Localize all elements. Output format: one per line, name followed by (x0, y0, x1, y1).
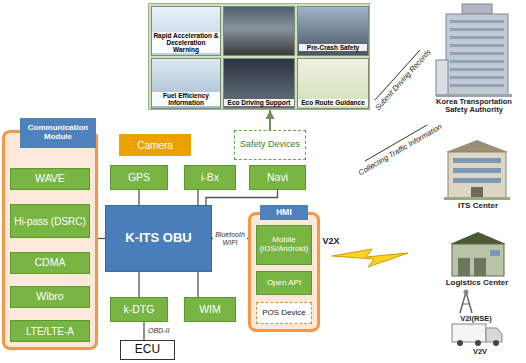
v2x-lightning (332, 249, 408, 267)
hmi-box: Open API (256, 271, 312, 295)
place-label: V2X (314, 237, 348, 247)
screen-collage: Rapid Acceleration & Deceleration Warnin… (148, 3, 370, 110)
box-text: Wibro (36, 291, 63, 303)
screen-caption: Fuel Efficiency Information (152, 92, 220, 106)
connector (138, 190, 139, 205)
connector (197, 190, 198, 205)
device-box: k-DTG (110, 297, 168, 322)
box-text: K-ITS OBU (125, 231, 191, 245)
device-box: GPS (110, 165, 168, 190)
device-box: Navi (249, 165, 306, 190)
device-box: WIM (184, 297, 236, 322)
box-text: i-Bx (201, 172, 219, 184)
roadside-antenna (460, 290, 472, 314)
connector (197, 272, 198, 297)
module-box: CDMA (10, 252, 90, 274)
connector (269, 110, 271, 130)
connector (206, 190, 278, 205)
box-text: POS Device (262, 309, 306, 318)
box-text: k-DTG (124, 304, 155, 316)
module-group: Communication ModuleWAVE Hi-pass (DSRC) CD… (2, 118, 98, 350)
its-center-building (444, 140, 510, 200)
module-box: WAVE (10, 168, 90, 190)
screen-caption: Pre-Crash Safety (299, 44, 367, 51)
edge-label: Bluetooth WIFI (213, 231, 247, 246)
box-text: Hi-pass (DSRC) (14, 216, 86, 227)
connector (138, 272, 139, 297)
module-box: LTE/LTE-A (10, 320, 90, 342)
hmi-group: HMI Mobile (iOS/Android) Open API POS Devic… (248, 205, 320, 332)
module-box: Hi-pass (DSRC) (10, 204, 90, 238)
device-box: Safety Devices (234, 130, 306, 160)
edge-label: OBD-II (148, 327, 169, 335)
box-text: ECU (135, 343, 160, 356)
connector (98, 238, 105, 239)
ecu-box: ECU (120, 340, 175, 360)
device-box: i-Bx (184, 165, 236, 190)
box-text: Safety Devices (240, 140, 300, 150)
box-text: WIM (199, 304, 221, 316)
authority-building (436, 4, 512, 97)
screen-caption: Eco Route Guidance (298, 99, 368, 106)
device-box: Camera (119, 134, 191, 156)
module-box: Wibro (10, 286, 90, 308)
connector (143, 322, 144, 340)
link-label: Submit Driving Records (373, 48, 432, 112)
screen-tile (223, 6, 295, 56)
place-label: Logistics Center (432, 279, 522, 288)
screen-caption: Eco Driving Support (224, 99, 294, 106)
logistics-building (450, 232, 506, 276)
box-text: CDMA (35, 257, 66, 269)
obu-box: K-ITS OBU (105, 205, 212, 272)
box-text: Camera (137, 140, 173, 151)
box-text: Open API (267, 279, 301, 288)
hmi-box: Mobile (iOS/Android) (256, 225, 312, 265)
group-heading: HMI (260, 205, 308, 220)
box-text: GPS (128, 172, 150, 184)
screen-caption: Rapid Acceleration & Deceleration Warnin… (152, 32, 220, 53)
hmi-box: POS Device (256, 302, 312, 324)
place-label: V2I(RSE) (440, 315, 512, 323)
link-label: Collecting Traffic Information (357, 123, 443, 178)
box-text: LTE/LTE-A (26, 326, 74, 337)
place-label: V2V (452, 348, 508, 356)
place-label: Korea Transportation Safety Authority (424, 98, 524, 115)
box-text: Mobile (iOS/Android) (259, 236, 309, 254)
truck (452, 324, 502, 346)
group-panel (2, 130, 98, 350)
place-label: ITS Center (440, 202, 516, 211)
box-text: WAVE (35, 173, 65, 185)
group-heading: Communication Module (20, 118, 96, 148)
box-text: Navi (267, 172, 288, 184)
